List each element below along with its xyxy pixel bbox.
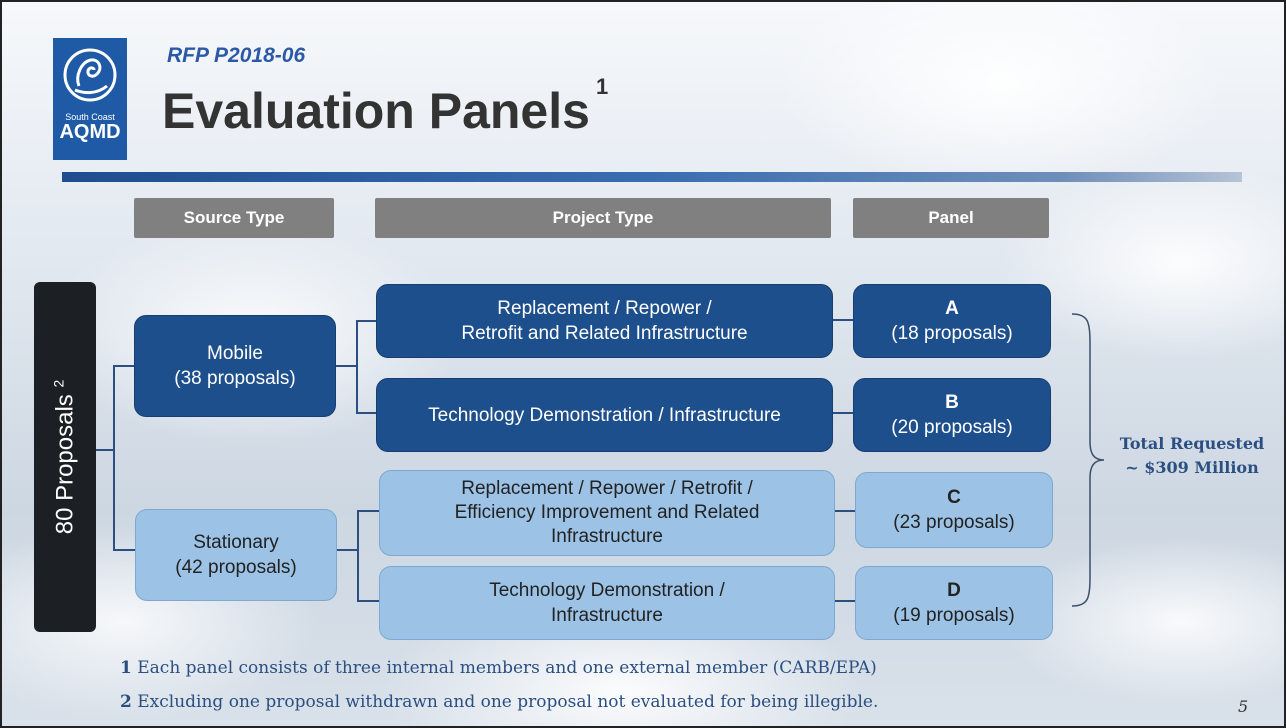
project-a-box: Replacement / Repower / Retrofit and Rela…: [376, 284, 833, 358]
connector: [833, 600, 855, 602]
total-proposals-text: 80 Proposals: [51, 394, 79, 535]
panel-d-box: D (19 proposals): [855, 566, 1053, 640]
footnote-2: 2 Excluding one proposal withdrawn and o…: [120, 692, 878, 712]
slide-title-text: Evaluation Panels: [162, 83, 590, 139]
panel-c-letter: C: [947, 487, 961, 508]
title-rule: [62, 172, 1242, 182]
source-stationary-name: Stationary: [193, 532, 279, 553]
page-number: 5: [1238, 697, 1249, 716]
connector: [113, 365, 135, 367]
panel-a-content: A (18 proposals): [891, 296, 1012, 346]
project-c-content: Replacement / Repower / Retrofit / Effici…: [455, 477, 760, 549]
panel-a-box: A (18 proposals): [853, 284, 1051, 358]
connector: [356, 412, 376, 414]
project-d-line: Technology Demonstration /: [489, 580, 725, 601]
logo-line1: South Coast: [65, 112, 115, 122]
panel-b-box: B (20 proposals): [853, 378, 1051, 452]
connector: [335, 365, 357, 367]
connector: [831, 319, 853, 321]
logo-line2: AQMD: [59, 121, 121, 143]
source-mobile-box: Mobile (38 proposals): [134, 315, 336, 417]
project-a-content: Replacement / Repower / Retrofit and Rela…: [461, 296, 747, 346]
panel-d-count: (19 proposals): [893, 605, 1015, 626]
source-stationary-count: (42 proposals): [175, 557, 297, 578]
project-b-line: Technology Demonstration / Infrastructur…: [428, 404, 781, 426]
connector: [357, 600, 379, 602]
source-stationary-box: Stationary (42 proposals): [135, 509, 337, 601]
panel-d-letter: D: [947, 580, 961, 601]
total-requested-label: Total Requested: [1119, 434, 1265, 453]
project-c-box: Replacement / Repower / Retrofit / Effici…: [379, 470, 835, 556]
header-panel: Panel: [853, 198, 1049, 238]
panel-c-count: (23 proposals): [893, 512, 1015, 533]
project-d-line: Infrastructure: [551, 605, 663, 626]
footnote-1: 1 Each panel consists of three internal …: [120, 658, 877, 678]
source-stationary-content: Stationary (42 proposals): [175, 530, 296, 580]
project-a-line: Replacement / Repower /: [497, 298, 712, 319]
panel-c-content: C (23 proposals): [893, 485, 1014, 535]
panel-a-letter: A: [945, 298, 959, 319]
panel-c-box: C (23 proposals): [855, 472, 1053, 548]
connector: [831, 412, 853, 414]
header-source-type: Source Type: [134, 198, 334, 238]
connector: [336, 549, 358, 551]
panel-b-letter: B: [945, 392, 959, 413]
connector: [357, 510, 379, 512]
footnote-1-num: 1: [120, 658, 132, 678]
total-proposals-bar: 80 Proposals 2: [34, 282, 96, 632]
total-proposals-footnote-ref: 2: [50, 379, 67, 388]
connector: [356, 320, 376, 322]
connector: [833, 510, 855, 512]
total-requested: Total Requested ~ $309 Million: [1107, 432, 1277, 480]
aqmd-logo: South Coast AQMD: [53, 38, 127, 160]
header-project-type: Project Type: [375, 198, 831, 238]
project-d-content: Technology Demonstration / Infrastructure: [489, 578, 725, 628]
panel-b-content: B (20 proposals): [891, 390, 1012, 440]
project-b-box: Technology Demonstration / Infrastructur…: [376, 378, 833, 452]
connector: [113, 365, 115, 551]
total-brace: [1071, 313, 1105, 607]
total-proposals-label: 80 Proposals 2: [51, 380, 80, 535]
title-footnote-ref: 1: [595, 74, 609, 100]
panel-d-content: D (19 proposals): [893, 578, 1014, 628]
panel-b-count: (20 proposals): [891, 417, 1013, 438]
source-mobile-name: Mobile: [207, 343, 263, 364]
project-c-line: Infrastructure: [551, 526, 663, 547]
footnote-2-text: Excluding one proposal withdrawn and one…: [137, 692, 879, 712]
connector: [356, 320, 358, 414]
footnote-1-text: Each panel consists of three internal me…: [137, 658, 877, 678]
rfp-number: RFP P2018-06: [167, 44, 306, 67]
project-a-line: Retrofit and Related Infrastructure: [461, 323, 748, 344]
connector: [96, 449, 114, 451]
panel-a-count: (18 proposals): [891, 323, 1013, 344]
footnote-2-num: 2: [120, 692, 132, 712]
connector: [113, 549, 135, 551]
source-mobile-count: (38 proposals): [174, 368, 296, 389]
total-requested-amount: ~ $309 Million: [1125, 458, 1259, 477]
connector: [357, 510, 359, 602]
project-c-line: Efficiency Improvement and Related: [454, 502, 760, 523]
project-d-box: Technology Demonstration / Infrastructure: [379, 566, 835, 640]
source-mobile-content: Mobile (38 proposals): [174, 341, 295, 391]
aqmd-emblem-icon: [63, 48, 117, 102]
project-c-line: Replacement / Repower / Retrofit /: [461, 478, 753, 499]
